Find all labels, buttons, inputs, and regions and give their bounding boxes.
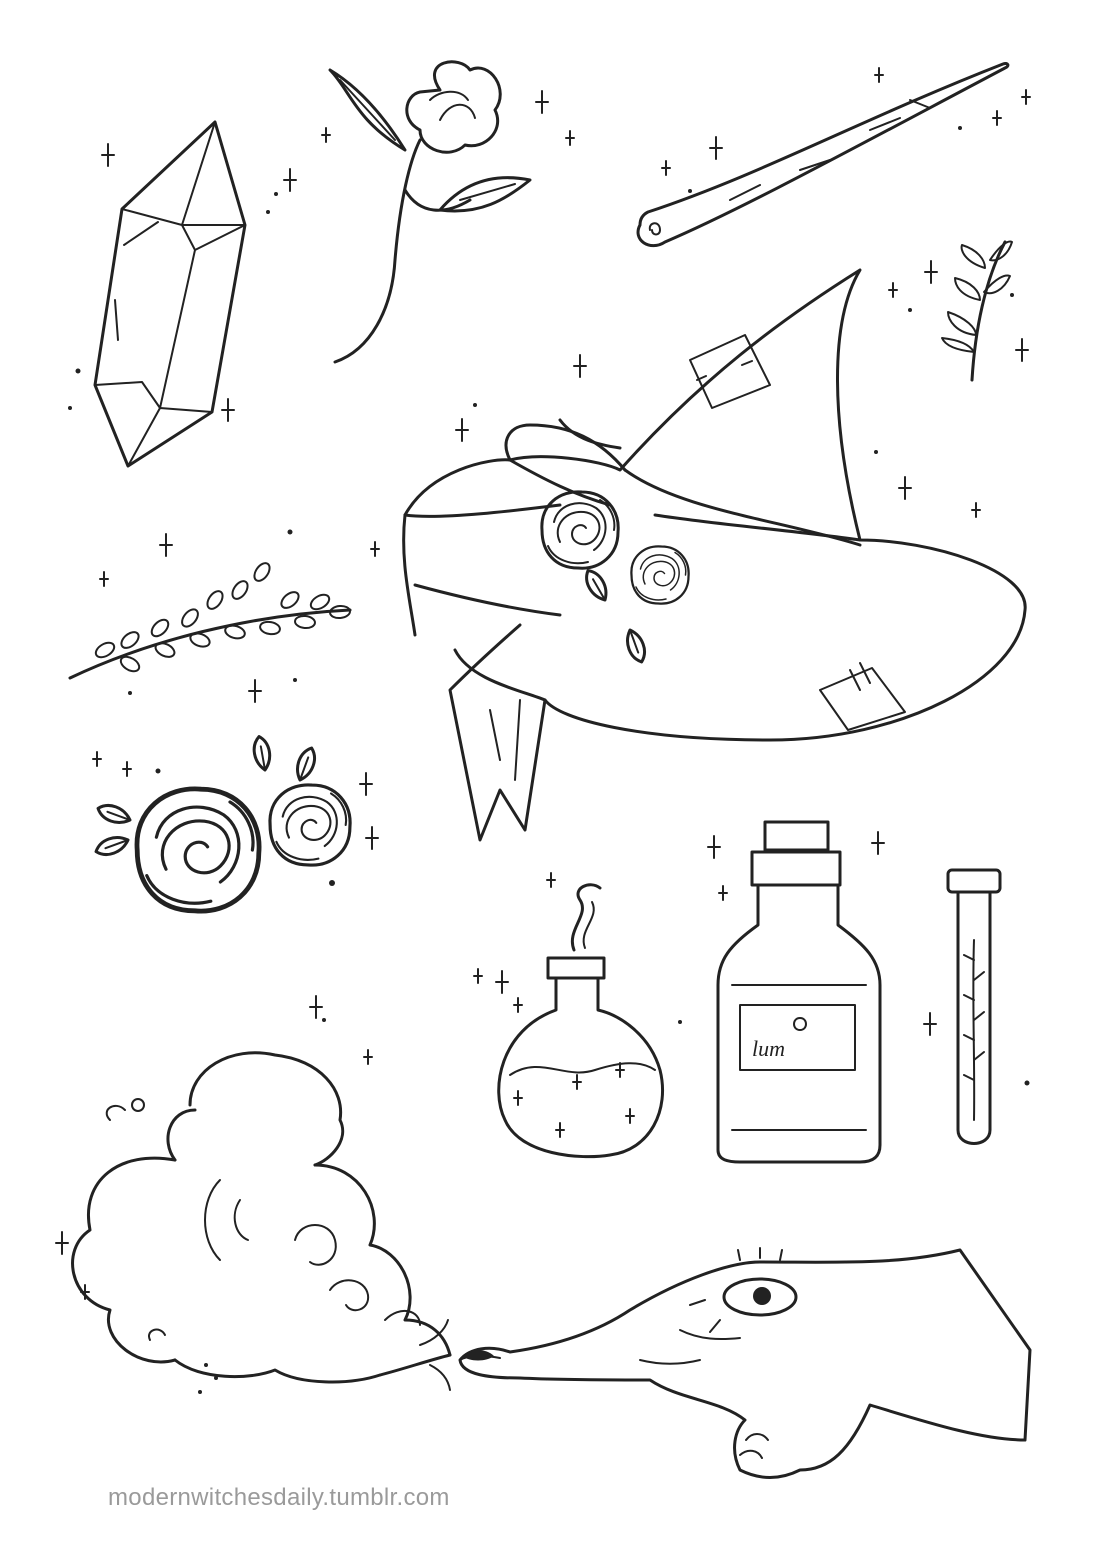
herb-sprig-icon [941,240,1013,382]
watermark-text: modernwitchesdaily.tumblr.com [108,1484,450,1511]
test-tube-icon [946,868,1002,1145]
witch-hat-icon [402,268,1027,842]
rose-cluster-icon [91,733,352,911]
rose-stem-icon [328,60,532,364]
smoke-cloud-icon [71,1051,452,1391]
wand-icon [636,62,1010,248]
dots [68,126,1030,1394]
hand-icon [458,1247,1032,1479]
crystal-icon [93,120,247,468]
bottle-label-text: lum [752,1036,785,1061]
round-potion-bottle-icon [497,883,665,1159]
leaf-branch-icon [68,559,352,680]
corked-bottle-icon: lum [716,820,882,1164]
